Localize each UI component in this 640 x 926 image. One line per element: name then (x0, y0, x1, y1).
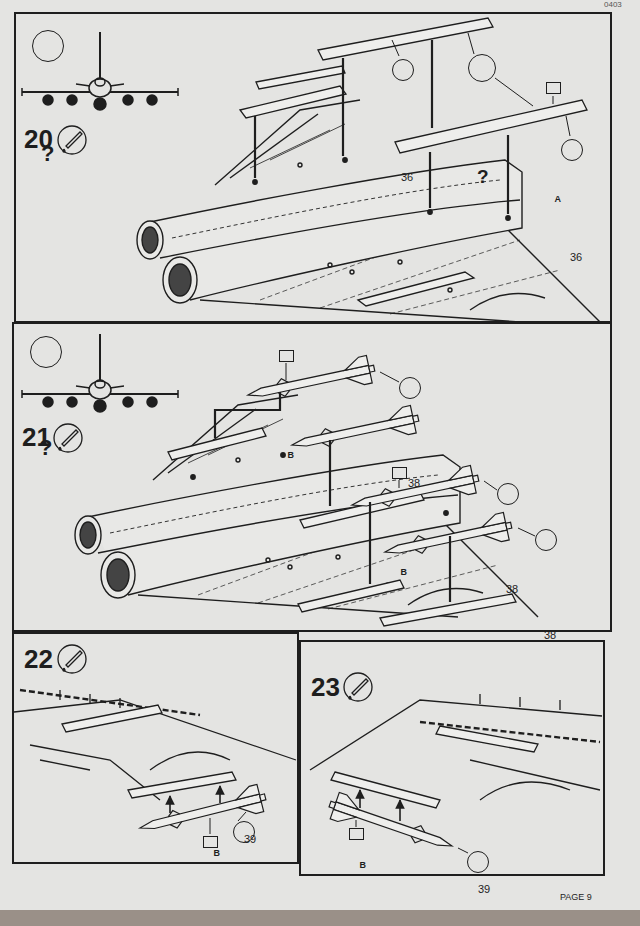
query-circle: ? (30, 336, 62, 368)
step-panel: 23B 39 (299, 640, 605, 876)
decal-letter: A (555, 195, 562, 204)
decal-letter: B (214, 849, 221, 858)
callout-number: 38 (399, 377, 421, 399)
step-number: 22 (24, 646, 53, 672)
callout-text: 38 (408, 478, 420, 489)
decal-letter: B (401, 568, 408, 577)
callout-text: 39 (478, 884, 490, 895)
step-panel: 2239B (12, 632, 299, 864)
callout-number: 39 (467, 851, 489, 873)
decal-flag: B (279, 350, 294, 362)
decal-flag: B (392, 467, 407, 479)
query-circle: ? (468, 54, 496, 82)
callout-text: 38 (506, 584, 518, 595)
page-number: PAGE 9 (560, 893, 592, 902)
callout-text: 36 (401, 172, 413, 183)
callout-number: 38 (497, 483, 519, 505)
query-circle: ? (32, 30, 64, 62)
callout-number: 36 (392, 59, 414, 81)
callout-text: 39 (244, 834, 256, 845)
callout-number: 38 (535, 529, 557, 551)
callout-text: ? (39, 437, 52, 459)
decal-flag: B (203, 836, 218, 848)
callout-text: ? (41, 143, 54, 165)
decal-letter: B (288, 451, 295, 460)
callout-number: 39 (233, 821, 255, 843)
callout-number: 36 (561, 139, 583, 161)
decal-letter: B (360, 861, 367, 870)
callout-text: 36 (570, 252, 582, 263)
step-panel: 20?36?A36 (14, 12, 612, 323)
decal-flag: A (546, 82, 561, 94)
step-panel: 21?B38B3838 (12, 322, 612, 632)
callout-text: ? (477, 167, 489, 186)
step-number: 23 (311, 674, 340, 700)
decal-flag: B (349, 828, 364, 840)
sheet-code: 0403 (604, 1, 622, 9)
